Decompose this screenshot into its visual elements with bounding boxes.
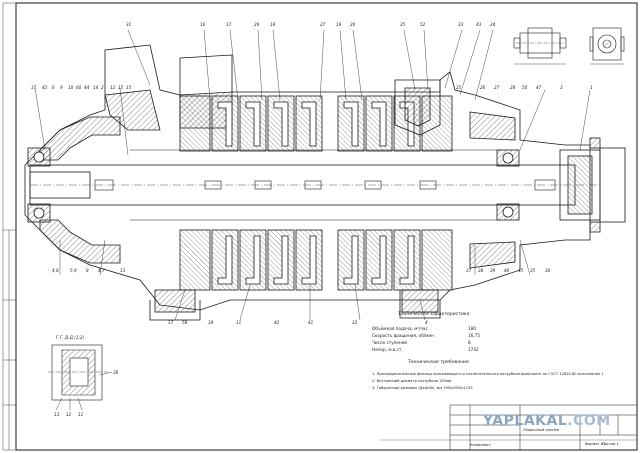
callout-number: 3 [560, 85, 563, 90]
pump-section [24, 44, 626, 321]
callout-number: 25 [456, 85, 462, 90]
callout-number: 5,9 [70, 268, 77, 273]
callout-number: 31 [126, 22, 132, 27]
callout-number: 46 [504, 268, 510, 273]
callout-number: 1 [590, 85, 593, 90]
callout-number: 43 [42, 85, 48, 90]
top-view-small [513, 27, 567, 65]
callout-number: 11 [236, 320, 242, 325]
callout-number: 38 [478, 268, 484, 273]
title-block-sheets: Листов 1 [602, 442, 619, 446]
tech-specs-heading: Техническая характеристика [398, 312, 470, 317]
requirement-item: 3. Габаритные размеры (ДхШхВ), мм 1900х9… [372, 386, 473, 390]
callout-number: 9 [60, 85, 63, 90]
spec-value: 180 [468, 326, 476, 331]
callout-number: 13 [54, 412, 60, 417]
callout-number: 42 [274, 320, 280, 325]
callout-number: 45 [518, 268, 524, 273]
callout-number: 27 [320, 22, 326, 27]
tech-requirements-heading: Технические требования [408, 360, 469, 365]
spec-label: Число ступеней [372, 340, 408, 345]
callout-number: 22 [352, 320, 358, 325]
callout-number: 4,8 [52, 268, 59, 273]
callout-number: 8 [86, 268, 89, 273]
callout-number: 20 [350, 22, 356, 27]
spec-value: 8 [468, 340, 471, 345]
end-view-small [589, 27, 625, 65]
title-block [449, 404, 638, 451]
callout-number: 17 [226, 22, 232, 27]
callout-number: 4,7 [98, 268, 105, 273]
callout-number: 27 [494, 85, 500, 90]
callout-number: 6 [52, 85, 55, 90]
callout-number: 39 [490, 268, 496, 273]
callout-number: 14 [93, 85, 99, 90]
callout-number: 18 [270, 22, 276, 27]
section-label: Г-Г, Д-Д (1:2) [56, 335, 85, 340]
detail-section [48, 344, 113, 411]
callout-number: 60 [76, 85, 82, 90]
callout-number: 26 [480, 85, 486, 90]
spec-value: 1742 [468, 347, 479, 352]
callout-number: 11 [78, 412, 84, 417]
title-block-name: Сборочный чертёж [523, 428, 560, 432]
callout-number: 16 [200, 22, 206, 27]
callout-number: 28 [510, 85, 516, 90]
callout-number: 13 [120, 268, 126, 273]
callout-number: 44 [84, 85, 90, 90]
callout-number: 37 [31, 85, 37, 90]
watermark: YAPLAKAL.COM [483, 413, 611, 429]
callout-number: 15 [126, 85, 132, 90]
callout-number: 37 [466, 268, 472, 273]
callout-number: 2 [101, 85, 104, 90]
callout-number: 35 [530, 268, 536, 273]
callout-number: 29 [254, 22, 260, 27]
callout-number: 19 [336, 22, 342, 27]
callout-number: 18 [208, 320, 214, 325]
spec-label: Скорость вращения, об/мин [372, 333, 434, 338]
callout-number: 41 [308, 320, 314, 325]
callout-number: 33 [458, 22, 464, 27]
callout-number: 4 [425, 320, 428, 325]
callout-number: 17 [168, 320, 174, 325]
callout-number: 24 [490, 22, 496, 27]
callout-number: 52 [420, 22, 426, 27]
title-block-copied: Копировал [470, 443, 491, 447]
title-block-format: Формат А1 [585, 442, 606, 446]
callout-number: 12 [110, 85, 116, 90]
callout-number: 30 [545, 268, 551, 273]
callout-number: 58 [182, 320, 188, 325]
callout-number: 12 [66, 412, 72, 417]
requirement-item: 1. Присоединительные фланцы всасывающего… [372, 372, 604, 376]
spec-value: 16,75 [468, 333, 480, 338]
callout-number: 15 [118, 85, 124, 90]
callout-number: 50 [522, 85, 528, 90]
callout-number: 47 [536, 85, 542, 90]
requirement-item: 2. Внутренний диаметр патрубков 150мм [372, 379, 452, 383]
spec-label: Объёмная подача, м³/час [372, 326, 428, 331]
spec-label: Напор, м.в.ст. [372, 347, 403, 352]
leader-lines [34, 29, 591, 321]
callout-number: 10 [68, 85, 74, 90]
callout-number: 36 [113, 370, 119, 375]
callout-number: 43 [476, 22, 482, 27]
callout-number: 35 [400, 22, 406, 27]
